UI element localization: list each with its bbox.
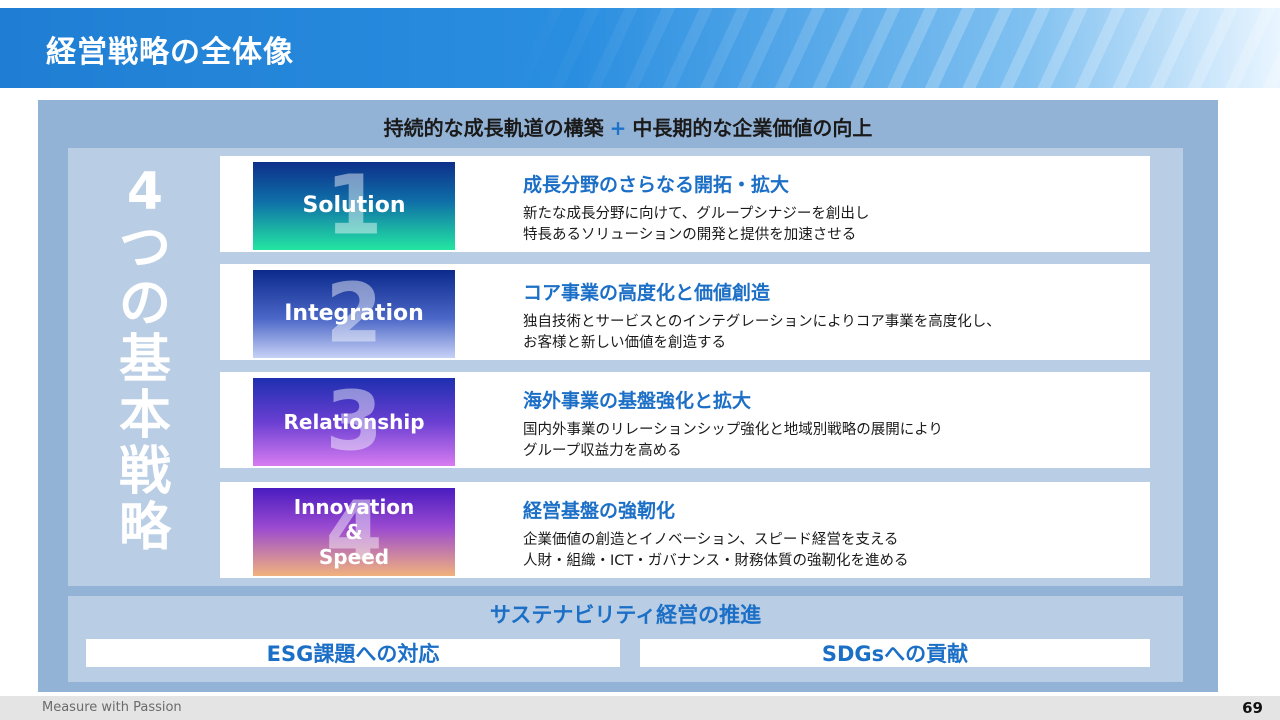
strategy-description: 新たな成長分野に向けて、グループシナジーを創出し 特長あるソリューションの開発と… — [523, 204, 1133, 246]
page-number: 69 — [1242, 699, 1263, 717]
vertical-char: つ — [118, 218, 171, 278]
page-title: 経営戦略の全体像 — [46, 35, 294, 70]
footer-brand: Measure with Passion — [42, 700, 182, 715]
strategy-title: コア事業の高度化と価値創造 — [523, 282, 771, 304]
strategy-description: 企業価値の創造とイノベーション、スピード経営を支える 人財・組織・ICT・ガバナ… — [523, 530, 1133, 572]
strategy-tile-integration: 2 Integration — [253, 270, 455, 358]
vertical-title: 4 つ の 基 本 戦 略 — [80, 164, 210, 556]
vertical-char: の — [118, 274, 171, 334]
tile-number: 3 — [325, 378, 383, 466]
strategy-row-relationship: 3 Relationship 海外事業の基盤強化と拡大 国内外事業のリレーション… — [220, 372, 1150, 468]
desc-line: 特長あるソリューションの開発と提供を加速させる — [523, 227, 857, 243]
sustainability-panel: サステナビリティ経営の推進 ESG課題への対応 SDGsへの貢献 — [68, 596, 1183, 682]
strategy-title: 成長分野のさらなる開拓・拡大 — [523, 174, 790, 196]
slide-header: 経営戦略の全体像 — [0, 8, 1280, 88]
strategy-row-integration: 2 Integration コア事業の高度化と価値創造 独自技術とサービスとのイ… — [220, 264, 1150, 360]
tile-number: 4 — [325, 488, 383, 576]
desc-line: グループ収益力を高める — [523, 443, 682, 459]
desc-line: お客様と新しい価値を創造する — [523, 335, 726, 351]
strategy-title: 経営基盤の強靭化 — [523, 500, 676, 522]
tile-label-line: & — [345, 519, 363, 544]
tile-label: Integration — [284, 301, 424, 326]
esg-label: ESG課題への対応 — [86, 639, 620, 667]
strategy-tile-innovation: 4 Innovation & Speed — [253, 488, 455, 576]
tile-label-line: Innovation — [293, 494, 415, 519]
vertical-char: 戦 — [118, 442, 171, 502]
strategy-tile-relationship: 3 Relationship — [253, 378, 455, 466]
desc-line: 企業価値の創造とイノベーション、スピード経営を支える — [523, 532, 899, 548]
tile-number: 2 — [325, 270, 383, 358]
strategy-row-innovation: 4 Innovation & Speed 経営基盤の強靭化 企業価値の創造とイノ… — [220, 482, 1150, 578]
strategy-row-solution: 1 Solution 成長分野のさらなる開拓・拡大 新たな成長分野に向けて、グル… — [220, 156, 1150, 252]
frame-heading: 持続的な成長軌道の構築+中長期的な企業価値の向上 — [38, 112, 1218, 141]
strategy-title: 海外事業の基盤強化と拡大 — [523, 390, 752, 412]
desc-line: 新たな成長分野に向けて、グループシナジーを創出し — [523, 206, 870, 222]
vertical-char: 4 — [126, 162, 164, 222]
vertical-char: 基 — [118, 330, 171, 390]
sustainability-title: サステナビリティ経営の推進 — [489, 603, 762, 627]
vertical-char: 略 — [118, 498, 171, 558]
tile-label: Relationship — [283, 410, 425, 434]
heading-right: 中長期的な企業価値の向上 — [632, 116, 873, 140]
plus-sign: + — [609, 116, 627, 140]
tile-number: 1 — [325, 162, 383, 250]
desc-line: 国内外事業のリレーションシップ強化と地域別戦略の展開により — [523, 422, 943, 438]
heading-left: 持続的な成長軌道の構築 — [383, 116, 604, 140]
strategy-description: 国内外事業のリレーションシップ強化と地域別戦略の展開により グループ収益力を高め… — [523, 420, 1133, 462]
desc-line: 人財・組織・ICT・ガバナンス・財務体質の強靭化を進める — [523, 553, 909, 569]
strategy-frame: 持続的な成長軌道の構築+中長期的な企業価値の向上 4 つ の 基 本 戦 略 1… — [38, 100, 1218, 692]
tile-label-line: Speed — [318, 544, 390, 569]
vertical-char: 本 — [118, 386, 171, 446]
desc-line: 独自技術とサービスとのインテグレーションによりコア事業を高度化し、 — [523, 314, 1001, 330]
strategy-description: 独自技術とサービスとのインテグレーションによりコア事業を高度化し、 お客様と新し… — [523, 312, 1133, 354]
strategies-panel: 4 つ の 基 本 戦 略 1 Solution 成長分野のさらなる開拓・拡大 … — [68, 148, 1183, 586]
tile-label: Innovation & Speed — [294, 495, 415, 570]
strategy-tile-solution: 1 Solution — [253, 162, 455, 250]
slide-footer: Measure with Passion 69 — [0, 696, 1280, 720]
sdgs-label: SDGsへの貢献 — [640, 639, 1150, 667]
tile-label: Solution — [302, 193, 406, 218]
